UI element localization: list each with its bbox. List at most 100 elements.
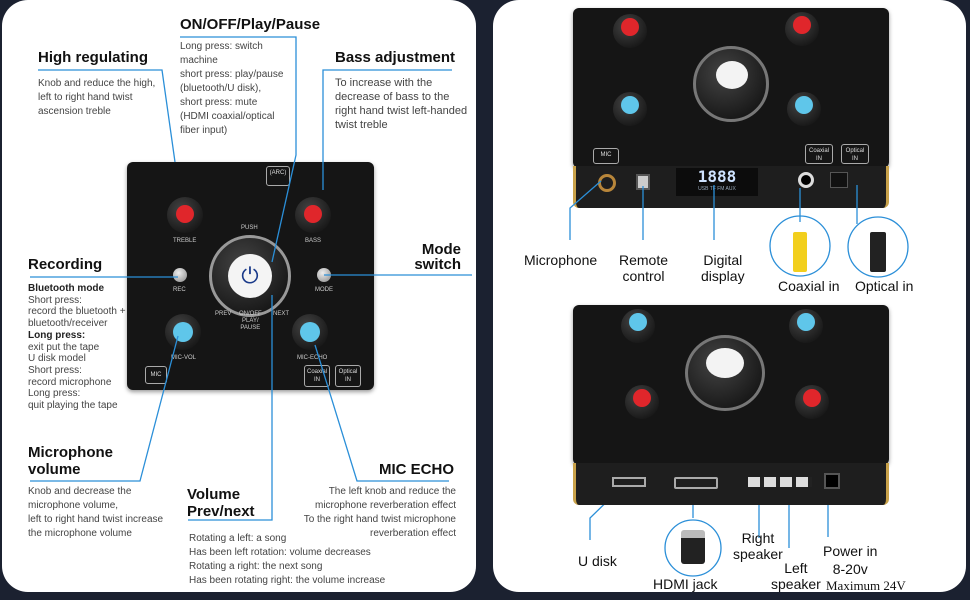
desc-line: record the bluetooth + [28, 306, 126, 318]
label-line: display [701, 268, 745, 284]
label-line: Remote [619, 252, 669, 268]
mic-volume-desc: Knob and decrease the microphone volume,… [28, 485, 163, 541]
bass-title: Bass adjustment [335, 49, 456, 66]
callout-lines [30, 36, 472, 521]
desc-line: Knob and reduce the high, [38, 78, 156, 89]
recording-desc: Bluetooth mode Short press: record the b… [28, 283, 126, 412]
title-line: Mode [421, 241, 461, 258]
label-line: speaker [771, 576, 821, 592]
power-icon: ⏻ [228, 254, 272, 298]
desc-line: twist treble [335, 119, 388, 131]
mic-volume-title: Microphone volume [28, 444, 113, 478]
power-jack [824, 473, 840, 489]
desc-line: (bluetooth/U disk), [180, 83, 262, 94]
desc-line: Short press: [28, 364, 82, 376]
treble-title: High regulating [38, 49, 148, 66]
desc-line: Has been rotating right: the volume incr… [189, 575, 386, 586]
mic-vol-knob [165, 314, 201, 350]
desc-line: microphone reverberation effect [314, 500, 456, 511]
bass-knob [785, 12, 819, 46]
optical-jack [830, 172, 848, 188]
hdmi-port [674, 477, 718, 489]
desc-line: Rotating a left: a song [189, 533, 287, 544]
desc-line: exit put the tape [28, 341, 100, 353]
desc-line: short press: mute [180, 97, 258, 108]
mic-echo-knob [292, 314, 328, 350]
coaxial-jack [798, 172, 814, 188]
title-line: Volume [187, 486, 241, 503]
treble-knob [167, 197, 203, 233]
rear-edge [573, 463, 889, 505]
treble-label: TREBLE [173, 238, 197, 244]
amplifier-rear-view [573, 305, 889, 465]
desc-line: right hand twist left-handed [335, 105, 468, 117]
hdmi-jack-label: HDMI jack [653, 576, 718, 592]
power-in-label: Power in 8-20v [823, 542, 877, 578]
arc-icon: (ARC) [266, 166, 290, 186]
onoff-label: ON/OFF PLAY/ PAUSE [239, 311, 262, 331]
mic-echo-title: MIC ECHO [379, 461, 454, 478]
optical-in-label: Optical in [855, 278, 914, 294]
desc-line: microphone volume, [28, 500, 119, 511]
label-line: 8-20v [832, 561, 868, 577]
rca-plug-icon [793, 232, 807, 272]
mode-title: Mode switch [414, 242, 461, 272]
max-voltage-label: Maximum 24V [826, 578, 906, 592]
desc-line: the microphone volume [28, 528, 132, 539]
amplifier-front-panel: (ARC) TREBLE BASS PUSH ⏻ REC MODE PREV N… [127, 162, 374, 390]
mic-echo-label: MIC-ECHO [297, 355, 328, 361]
display-modes: USB TF FM AUX [698, 186, 736, 192]
knob [621, 309, 655, 343]
desc-line: (HDMI coaxial/optical [180, 111, 275, 122]
mic-box: MIC [593, 148, 619, 164]
label-line: Right [741, 530, 775, 546]
desc-line: left to right hand twist [38, 92, 133, 103]
controls-card: (ARC) TREBLE BASS PUSH ⏻ REC MODE PREV N… [2, 0, 476, 592]
coaxial-in-label: Coaxial in [778, 278, 840, 294]
desc-line: Short press: [28, 294, 82, 306]
u-disk-label: U disk [578, 553, 617, 569]
desc-line: To increase with the [335, 77, 433, 89]
knob [789, 309, 823, 343]
microphone-label: Microphone [524, 252, 598, 268]
desc-line: ascension treble [38, 106, 111, 117]
label-line: Left [784, 560, 808, 576]
power-desc: Long press: switch machine short press: … [180, 40, 283, 138]
desc-line: left to right hand twist increase [28, 514, 164, 525]
volume-desc: Rotating a left: a song Has been left ro… [189, 532, 385, 588]
desc-line: record microphone [28, 376, 112, 388]
mic-vol-label: MIC-VOL [171, 355, 197, 361]
volume-knob [685, 335, 765, 411]
mode-label: MODE [315, 287, 333, 293]
coaxial-in-label: Coaxial IN [304, 365, 330, 387]
treble-desc: Knob and reduce the high, left to right … [38, 77, 155, 119]
bass-desc: To increase with the decrease of bass to… [335, 76, 467, 132]
desc-line: Bluetooth mode [28, 283, 105, 294]
mic-echo-knob [787, 92, 821, 126]
knob [625, 385, 659, 419]
speaker-terminals [748, 477, 812, 487]
desc-line: Rotating a right: the next song [189, 561, 323, 572]
label-line: Digital [703, 252, 743, 268]
push-label: PUSH [241, 225, 258, 231]
label-line: Power in [823, 543, 878, 559]
title-line: switch [414, 256, 461, 273]
rec-button [173, 268, 187, 282]
rec-label: REC [173, 287, 186, 293]
desc-line: reverberation effect [370, 528, 456, 539]
optical-plug-icon [870, 232, 886, 272]
desc-line: Long press: [28, 329, 86, 341]
usb-port [612, 477, 646, 487]
mic-jack-label: MIC [145, 366, 167, 384]
volume-knob [693, 46, 769, 122]
display-digits: 1888 [697, 167, 737, 186]
volume-power-knob: ⏻ [209, 235, 291, 317]
power-title: ON/OFF/Play/Pause [180, 16, 321, 33]
desc-line: U disk model [28, 353, 86, 365]
desc-line: short press: play/pause [180, 69, 284, 80]
